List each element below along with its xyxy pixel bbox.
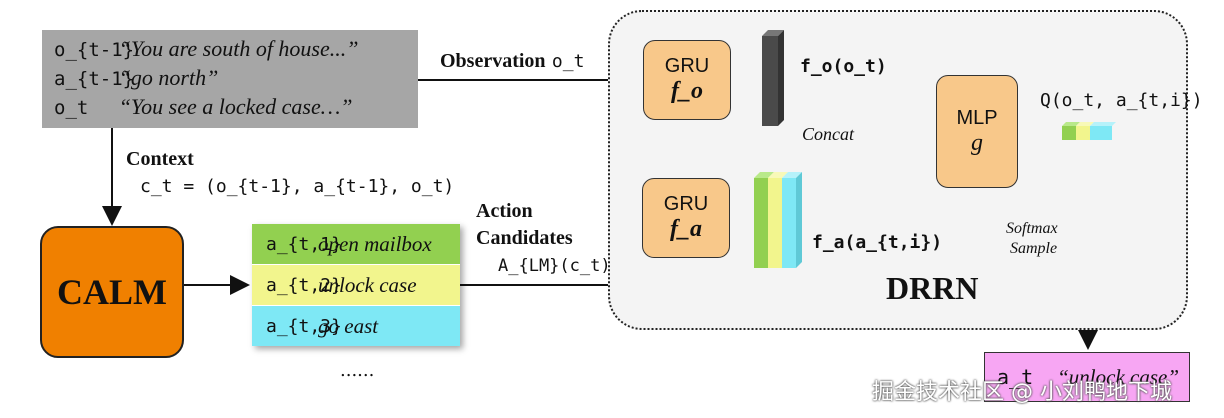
gru-o-block: GRU f_o bbox=[643, 40, 731, 120]
candidate-1-text: open mailbox bbox=[318, 231, 432, 256]
context-row-2-text: “go north” bbox=[118, 65, 219, 90]
action-candidates-line1: Action bbox=[476, 200, 533, 222]
fo-vector-bar bbox=[762, 30, 784, 126]
context-row-1-text: “You are south of house...” bbox=[118, 36, 359, 61]
observation-label-symbol: o_t bbox=[551, 51, 585, 72]
candidates-ellipsis: ...... bbox=[340, 360, 375, 381]
context-row-2-symbol: a_{t-1} bbox=[54, 68, 135, 90]
candidate-2-symbol: a_{t,2} bbox=[266, 274, 342, 296]
context-row-3: o_t “You see a locked case…” bbox=[54, 94, 353, 120]
observation-label-text: Observation bbox=[440, 50, 546, 72]
context-row-3-text: “You see a locked case…” bbox=[118, 94, 353, 119]
context-row-3-symbol: o_t bbox=[54, 97, 89, 119]
fo-label: f_o(o_t) bbox=[800, 56, 887, 77]
fa-label: f_a(a_{t,i}) bbox=[812, 232, 943, 253]
action-candidates-line2: Candidates bbox=[476, 227, 573, 249]
context-box: o_{t-1} “You are south of house...” a_{t… bbox=[42, 30, 418, 128]
gru-o-label: GRU bbox=[664, 55, 710, 77]
context-formula: c_t = (o_{t-1}, a_{t-1}, o_t) bbox=[140, 176, 455, 197]
watermark-text: 掘金技术社区 @ 小刘鸭地下城 bbox=[872, 380, 1172, 405]
context-row-2: a_{t-1} “go north” bbox=[54, 65, 218, 91]
context-row-1: o_{t-1} “You are south of house...” bbox=[54, 36, 359, 62]
candidate-1: a_{t,1} open mailbox bbox=[252, 224, 460, 264]
candidate-1-symbol: a_{t,1} bbox=[266, 233, 342, 255]
mlp-label: MLP bbox=[956, 106, 998, 129]
gru-a-label: GRU bbox=[663, 193, 709, 215]
candidate-2: a_{t,2} unlock case bbox=[252, 265, 460, 305]
observation-label: Observation o_t bbox=[440, 48, 584, 73]
result-symbol: a_t bbox=[997, 365, 1034, 389]
gru-a-block: GRU f_a bbox=[642, 178, 730, 258]
drrn-label: DRRN bbox=[886, 270, 979, 306]
gru-a-sub: f_a bbox=[670, 216, 702, 242]
fa-vector-bars bbox=[754, 172, 802, 268]
result-text: “unlock case” bbox=[1057, 364, 1180, 389]
mlp-block: MLP g bbox=[936, 75, 1018, 188]
gru-o-sub: f_o bbox=[671, 78, 703, 104]
context-title: Context bbox=[126, 148, 194, 170]
candidate-3: a_{t,3} go east bbox=[252, 306, 460, 346]
q-vector bbox=[1062, 122, 1116, 140]
action-candidates-formula: A_{LM}(c_t) bbox=[498, 256, 611, 276]
candidate-3-symbol: a_{t,3} bbox=[266, 315, 342, 337]
q-label: Q(o_t, a_{t,i}) bbox=[1040, 90, 1203, 111]
mlp-sub: g bbox=[971, 129, 983, 156]
context-row-1-symbol: o_{t-1} bbox=[54, 39, 135, 61]
calm-block: CALM bbox=[40, 226, 184, 358]
softmax-line2: Sample bbox=[1010, 240, 1058, 257]
candidate-2-text: unlock case bbox=[318, 272, 417, 297]
softmax-line1: Softmax bbox=[1006, 220, 1058, 237]
result-box: a_t “unlock case” bbox=[984, 352, 1190, 402]
concat-label: Concat bbox=[802, 124, 854, 144]
candidate-3-text: go east bbox=[318, 313, 379, 338]
